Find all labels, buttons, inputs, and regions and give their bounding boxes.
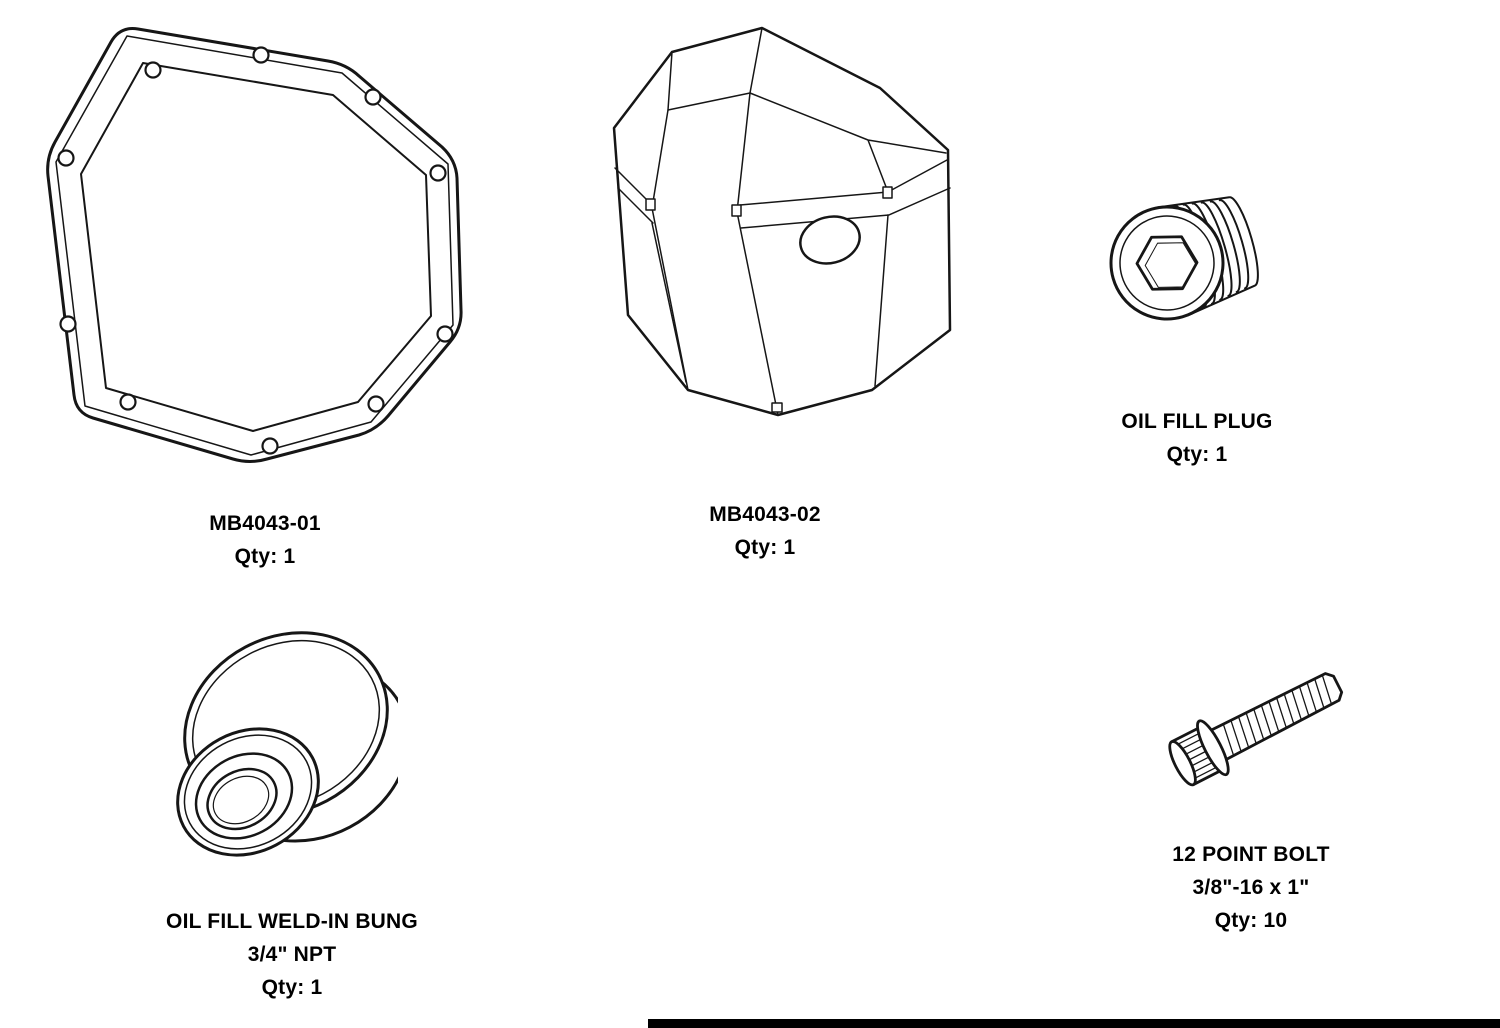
cover-plate-bolt-holes <box>57 46 454 455</box>
cover-shell-fill-hole <box>799 215 861 265</box>
cover-plate-face <box>80 62 432 432</box>
cover-plate-qty: Qty: 1 <box>234 545 296 568</box>
twelve-point-bolt-label: 12 POINT BOLT 3/8"-16 x 1" Qty: 10 <box>1101 838 1401 937</box>
cover-shell-facet-topright <box>749 92 947 193</box>
bolt-flange-washer <box>1196 719 1230 777</box>
bung-bore-thread-relief <box>212 775 270 825</box>
oil-fill-plug-label: OIL FILL PLUG Qty: 1 <box>1047 405 1347 471</box>
twelve-point-bolt-qty: Qty: 10 <box>1214 909 1288 932</box>
twelve-point-bolt-spec: 3/8"-16 x 1" <box>1192 876 1310 899</box>
cover-shell-part-number: MB4043-02 <box>709 503 821 526</box>
cover-shell-label: MB4043-02 Qty: 1 <box>615 498 915 564</box>
cover-shell-weld-tabs <box>645 186 893 413</box>
cover-shell-outline <box>612 26 952 417</box>
part-oil-fill-plug <box>1105 165 1277 347</box>
oil-fill-plug-qty: Qty: 1 <box>1166 443 1228 466</box>
weld-in-bung-label: OIL FILL WELD-IN BUNG 3/4" NPT Qty: 1 <box>117 905 467 1004</box>
twelve-point-bolt-name: 12 POINT BOLT <box>1172 843 1330 866</box>
cover-shell-band-left-lower <box>617 187 654 224</box>
part-weld-in-bung <box>148 622 398 887</box>
bolt-head-face <box>1168 740 1197 787</box>
cover-plate-label: MB4043-01 Qty: 1 <box>115 507 415 573</box>
bolt-thread-lines <box>1222 674 1333 756</box>
cover-shell-facet-right <box>874 214 889 387</box>
cover-plate-outline <box>46 27 463 463</box>
weld-in-bung-name: OIL FILL WELD-IN BUNG <box>166 910 418 933</box>
weld-in-bung-drawing <box>176 631 398 857</box>
cover-shell-drawing <box>612 26 952 417</box>
part-cover-shell <box>600 20 965 420</box>
cover-plate-part-number: MB4043-01 <box>209 512 321 535</box>
title-block-border <box>648 1019 1500 1028</box>
cover-shell-qty: Qty: 1 <box>734 536 796 559</box>
weld-in-bung-qty: Qty: 1 <box>261 976 323 999</box>
twelve-point-bolt-drawing <box>1168 672 1344 787</box>
part-twelve-point-bolt <box>1145 645 1360 800</box>
part-cover-plate <box>38 13 470 471</box>
cover-shell-band-right-lower <box>740 187 951 229</box>
weld-in-bung-spec: 3/4" NPT <box>247 943 337 966</box>
cover-plate-drawing <box>46 27 463 463</box>
plug-hex-socket-depth <box>1144 242 1197 288</box>
plug-face-chamfer <box>1119 215 1215 311</box>
oil-fill-plug-name: OIL FILL PLUG <box>1121 410 1273 433</box>
bung-neck-edge <box>183 734 313 850</box>
oil-fill-plug-drawing <box>1109 196 1259 321</box>
cover-shell-facet-leftlower <box>651 222 687 383</box>
